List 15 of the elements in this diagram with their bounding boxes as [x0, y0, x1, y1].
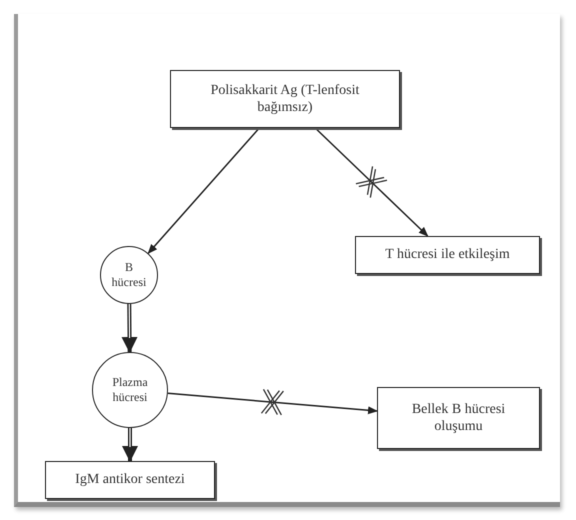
node-label: IgM antikor sentezi: [75, 471, 185, 489]
arrow: [314, 127, 428, 237]
node-label: B hücresi: [110, 260, 148, 290]
arrow: [168, 392, 378, 414]
process-box: [355, 236, 540, 274]
process-box: [45, 461, 215, 499]
arrow: [122, 428, 138, 462]
node-label: Plazma hücresi: [111, 375, 149, 405]
process-box: [170, 70, 400, 128]
node-label: Polisakkarit Ag (T-lenfosit bağımsız): [210, 82, 360, 116]
node-label: T hücresi ile etkileşim: [385, 246, 510, 264]
arrow: [122, 304, 138, 353]
node-label: Bellek B hücresi oluşumu: [410, 400, 506, 436]
arrow: [148, 128, 260, 254]
process-box: [377, 387, 540, 449]
